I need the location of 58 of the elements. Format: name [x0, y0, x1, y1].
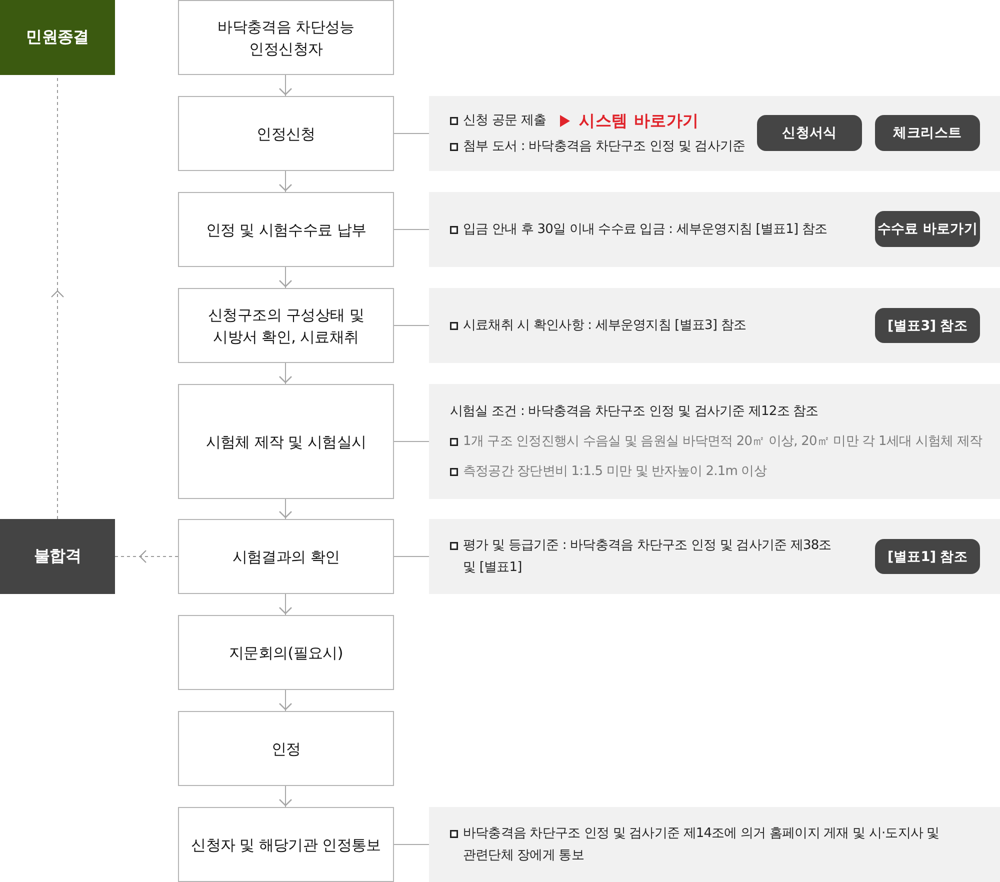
- arrow: [278, 690, 292, 712]
- process-box: [178, 519, 394, 594]
- process-box: [178, 192, 394, 267]
- info-panel: [429, 288, 1000, 363]
- arrow: [278, 498, 292, 520]
- info-text: 첨부 도서 : 바닥충격음 차단구조 인정 및 검사기준: [463, 138, 746, 156]
- link-button: 수수료 바로가기: [875, 211, 980, 247]
- link-button: [별표3] 참조: [875, 308, 980, 343]
- connector-line: [394, 325, 430, 326]
- dashed-arrow: [114, 550, 178, 564]
- process-box: [178, 807, 394, 882]
- connector-line: [394, 133, 430, 134]
- info-panel: [429, 192, 1000, 267]
- process-box: [178, 615, 394, 690]
- info-text: 바닥충격음 차단구조 인정 및 검사기준 제14조에 의거 홈페이지 게재 및 시·도지사 및 관련단체 장에게 통보: [463, 824, 940, 864]
- info-text: 1개 구조 인정진행시 수음실 및 음원실 바닥면적 20㎡ 이상, 20㎡ 미만 각 1세대 시험체 제작: [463, 432, 982, 450]
- arrow: [278, 266, 292, 288]
- info-text: 평가 및 등급기준 : 바닥충격음 차단구조 인정 및 검사기준 제38조 및 [별표1]: [463, 536, 832, 576]
- link-button: [별표1] 참조: [875, 539, 980, 574]
- step-text: 인정 및 시험수수료 납부: [206, 220, 366, 240]
- process-box: [178, 288, 394, 363]
- step-text: 신청구조의 구성상태 및 시방서 확인, 시료채취: [207, 304, 365, 348]
- status-text: 불합격: [34, 546, 82, 567]
- link-button: 체크리스트: [875, 115, 980, 151]
- info-panel: [429, 807, 1000, 882]
- arrow: [278, 786, 292, 808]
- info-text: 측정공간 장단변비 1:1.5 미만 및 반자높이 2.1m 이상: [463, 462, 766, 480]
- info-panel: [429, 519, 1000, 594]
- link: 시스템 바로가기: [579, 110, 700, 132]
- status-box: [0, 519, 115, 594]
- process-box: [178, 384, 394, 499]
- arrow: [278, 170, 292, 192]
- info-panel: [429, 96, 1000, 171]
- process-box: [178, 96, 394, 171]
- arrow: [278, 594, 292, 616]
- info-text: 입금 안내 후 30일 이내 수수료 입금 : 세부운영지침 [별표1] 참조: [463, 220, 828, 238]
- connector-line: [394, 844, 430, 845]
- status-box: [0, 0, 115, 75]
- arrow: [278, 362, 292, 384]
- process-box: [178, 0, 394, 75]
- step-text: 시험결과의 확인: [232, 546, 340, 568]
- connector-line: [394, 441, 430, 442]
- step-text: 바닥충격음 차단성능 인정신청자: [216, 16, 356, 60]
- status-text: 민원종결: [26, 27, 89, 48]
- connector-line: [394, 556, 430, 557]
- info-text: 시료채취 시 확인사항 : 세부운영지침 [별표3] 참조: [463, 316, 746, 334]
- step-text: 인정신청: [256, 124, 316, 144]
- info-text: 신청 공문 제출: [463, 112, 546, 130]
- step-text: 신청자 및 해당기관 인정통보: [191, 834, 381, 856]
- link-button: 신청서식: [757, 115, 862, 151]
- arrow: [278, 74, 292, 96]
- step-text: 시험체 제작 및 시험실시: [206, 432, 366, 452]
- info-text: 시험실 조건 : 바닥충격음 차단구조 인정 및 검사기준 제12조 참조: [450, 402, 818, 420]
- step-text: 인정: [271, 738, 301, 760]
- info-panel: [429, 384, 1000, 499]
- process-box: [178, 711, 394, 786]
- connector-line: [394, 229, 430, 230]
- step-text: 지문회의(필요시): [228, 642, 343, 664]
